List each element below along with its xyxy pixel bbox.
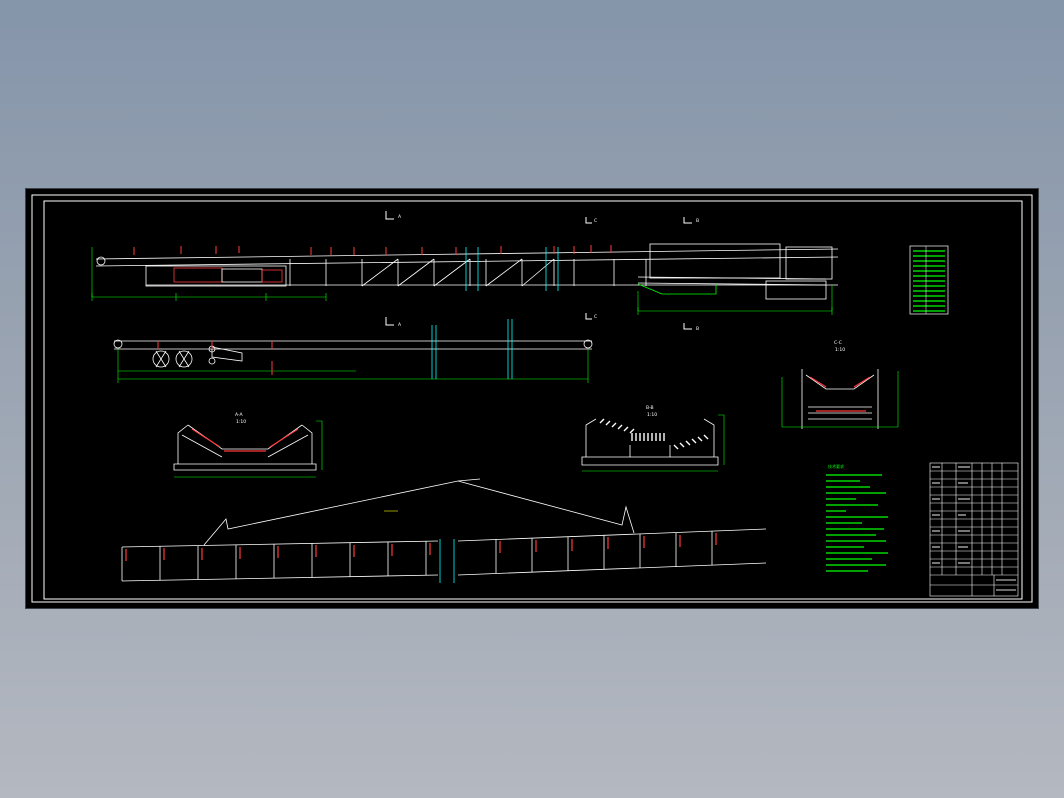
title-block-icon	[929, 462, 1019, 597]
notes-title: 技术要求	[828, 463, 844, 469]
notes-block: 技术要求	[826, 463, 888, 572]
section-c-c-red	[809, 376, 871, 412]
section-a-a-title: A-A	[235, 412, 244, 418]
outer-border	[31, 194, 1033, 603]
marker-c-bottom: C	[594, 314, 597, 320]
belt-plan-left	[121, 540, 439, 582]
legend-table-icon	[909, 245, 949, 315]
belt-plan-right	[457, 528, 767, 576]
section-a-a-scale: 1:10	[236, 419, 246, 425]
elevation-view	[95, 243, 839, 300]
marker-c-top: C	[594, 218, 597, 224]
section-b-b-spirals	[599, 418, 709, 450]
marker-a-bottom: A	[398, 322, 402, 328]
section-labels: A A B B C C	[398, 214, 699, 332]
marker-a-top: A	[398, 214, 402, 220]
callout-leaders	[203, 478, 635, 546]
drawing-sheet[interactable]: A A B B C C	[26, 189, 1038, 608]
marker-b-top: B	[696, 218, 699, 224]
section-c-c	[801, 369, 879, 429]
section-b-b-scale: 1:10	[647, 412, 657, 418]
plan-breaks	[431, 319, 513, 379]
marker-b-bottom: B	[696, 326, 699, 332]
belt-breaks	[439, 539, 455, 583]
plan-view	[113, 339, 593, 368]
section-c-c-dims	[781, 371, 899, 428]
section-a-a-red	[191, 428, 299, 452]
section-cut-icon	[465, 247, 559, 291]
section-c-c-scale: 1:10	[835, 347, 845, 353]
title-block-text	[932, 466, 1016, 591]
section-a-a-dims	[174, 420, 323, 478]
drawing-canvas: A A B B C C	[31, 194, 1033, 603]
inner-border	[43, 200, 1023, 600]
plan-red-marks	[157, 341, 273, 375]
plan-dimensions	[117, 349, 589, 383]
idler-markers	[133, 245, 612, 255]
section-b-b	[581, 418, 719, 466]
belt-idlers-red	[125, 533, 717, 561]
section-b-b-title: B-B	[646, 405, 654, 411]
section-marks	[385, 211, 692, 330]
elevation-dimensions	[91, 247, 833, 315]
section-b-b-dims	[582, 414, 725, 472]
section-c-c-title: C-C	[834, 340, 842, 346]
